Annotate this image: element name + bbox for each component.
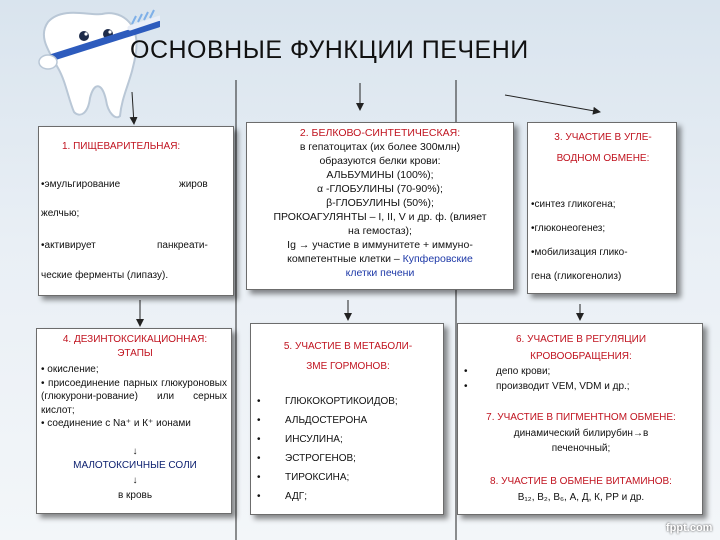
hormone-item: •АЛЬДОСТЕРОНА	[257, 415, 368, 426]
arrow-to-box1	[129, 91, 138, 125]
circulation-heading-1: 6. УЧАСТИЕ В РЕГУЛЯЦИИ	[516, 334, 646, 345]
digestive-function-box: 1. ПИЩЕВАРИТЕЛЬНАЯ: •эмульгирование жиро…	[38, 126, 234, 296]
fats-text: жиров	[179, 179, 208, 190]
vitamin-heading: 8. УЧАСТИЕ В ОБМЕНЕ ВИТАМИНОВ:	[490, 476, 672, 487]
circulation-heading-2: КРОВООБРАЩЕНИЯ:	[530, 351, 632, 362]
protein-line-1: в гепатоцитах (их более 300млн)	[299, 141, 461, 153]
ig-text: Ig	[287, 239, 296, 251]
to-blood-text: в кровь	[117, 490, 153, 501]
bile-text: желчью;	[41, 208, 80, 219]
right-arrow-icon: →	[632, 428, 643, 439]
oxidation-text: • окисление;	[41, 364, 99, 375]
hormone-item: •АДГ;	[257, 491, 307, 502]
bilirubin-to-text: в	[642, 428, 649, 439]
fppt-watermark: fppt.com	[666, 522, 713, 534]
hormone-item: •ТИРОКСИНА;	[257, 472, 350, 483]
gluconeogenesis-text: •глюконеогенез;	[531, 223, 606, 234]
pancreatic-text: панкреати-	[157, 240, 208, 251]
kupffer-text: Купферовские	[402, 253, 473, 265]
protein-line-5: β-ГЛОБУЛИНЫ (50%);	[326, 197, 434, 209]
protein-line-3: АЛЬБУМИНЫ (100%);	[326, 169, 434, 181]
protein-line-8: Ig → участие в иммунитете + иммуно-	[247, 238, 513, 252]
detox-heading-2: ЭТАПЫ	[117, 348, 153, 359]
carbohydrate-heading-2: ВОДНОМ ОБМЕНЕ:	[556, 153, 650, 164]
low-toxic-salts-text: МАЛОТОКСИЧНЫЕ СОЛИ	[73, 460, 197, 471]
vitamin-list-text: B₁₂, B₂, B₆, А, Д, К, РР и др.	[517, 492, 645, 503]
hormone-name: АЛЬДОСТЕРОНА	[285, 415, 368, 426]
hormone-item: •ЭСТРОГЕНОВ;	[257, 453, 356, 464]
protein-line-9: компетентные клетки – Купферовские	[247, 252, 513, 266]
tooth-mascot-illustration	[38, 9, 160, 119]
carbohydrate-box: 3. УЧАСТИЕ В УГЛЕ- ВОДНОМ ОБМЕНЕ: •синте…	[527, 122, 677, 294]
pigment-heading: 7. УЧАСТИЕ В ПИГМЕНТНОМ ОБМЕНЕ:	[486, 412, 676, 423]
enzymes-text: ческие ферменты (липазу).	[41, 270, 169, 281]
detox-box: 4. ДЕЗИНТОКСИКАЦИОННАЯ: ЭТАПЫ • окислени…	[36, 328, 232, 514]
bilirubin-text: динамический билирубин	[513, 428, 633, 439]
vem-vdm-item: •производит VEM, VDM и др.;	[464, 381, 630, 392]
competent-cells-text: компетентные клетки –	[287, 253, 403, 265]
hepatic-text: печеночный;	[551, 443, 611, 454]
arrow-to-box3	[504, 94, 601, 115]
conjugation-text: • присоединение парных глюкуроновых (глю…	[41, 377, 227, 416]
immunity-text: участие в иммунитете + иммуно-	[312, 239, 473, 251]
down-arrow-icon: ↓	[132, 446, 138, 457]
hormone-name: ИНСУЛИНА;	[285, 434, 343, 445]
protein-line-2: образуются белки крови:	[319, 155, 441, 167]
emulsification-text: •эмульгирование	[41, 179, 121, 190]
hormone-name: ТИРОКСИНА;	[285, 472, 350, 483]
hormone-item: •ГЛЮКОКОРТИКОИДОВ;	[257, 396, 398, 407]
hormone-list: •ГЛЮКОКОРТИКОИДОВ; •АЛЬДОСТЕРОНА •ИНСУЛИ…	[257, 395, 398, 509]
page-title: ОСНОВНЫЕ ФУНКЦИИ ПЕЧЕНИ	[130, 36, 529, 64]
blood-depot-text: депо крови;	[496, 366, 551, 377]
glycogenolysis-text: гена (гликогенолиз)	[531, 271, 622, 282]
protein-synthesis-heading: 2. БЕЛКОВО-СИНТЕТИЧЕСКАЯ:	[299, 127, 461, 139]
hormone-item: •ИНСУЛИНА;	[257, 434, 343, 445]
hormone-metabolism-box: 5. УЧАСТИЕ В МЕТАБОЛИ- ЗМЕ ГОРМОНОВ: •ГЛ…	[250, 323, 444, 515]
blood-depot-item: •депо крови;	[464, 366, 551, 377]
down-arrow-icon-2: ↓	[132, 475, 138, 486]
detox-heading-1: 4. ДЕЗИНТОКСИКАЦИОННАЯ:	[62, 334, 208, 345]
digestive-heading: 1. ПИЩЕВАРИТЕЛЬНАЯ:	[62, 141, 181, 152]
bilirubin-line: динамический билирубин→в	[458, 427, 704, 441]
protein-line-7: на гемостаз);	[348, 225, 412, 237]
right-arrow-icon: →	[298, 239, 310, 251]
activates-text: •активирует	[41, 240, 96, 251]
protein-line-10: клетки печени	[345, 267, 415, 279]
hormone-heading-1: 5. УЧАСТИЕ В МЕТАБОЛИ-	[283, 341, 413, 352]
vem-vdm-text: производит VEM, VDM и др.;	[496, 381, 630, 392]
hormone-name: ГЛЮКОКОРТИКОИДОВ;	[285, 396, 398, 407]
circulation-pigment-vitamin-box: 6. УЧАСТИЕ В РЕГУЛЯЦИИ КРОВООБРАЩЕНИЯ: •…	[457, 323, 703, 515]
mobilization-text: •мобилизация глико-	[531, 247, 628, 258]
protein-line-4: α -ГЛОБУЛИНЫ (70-90%);	[317, 183, 443, 195]
hormone-heading-2: ЗМЕ ГОРМОНОВ:	[306, 361, 390, 372]
carbohydrate-heading-1: 3. УЧАСТИЕ В УГЛЕ-	[554, 132, 652, 143]
ions-text: • соединение с Na⁺ и К⁺ ионами	[41, 418, 191, 429]
protein-synthesis-box: 2. БЕЛКОВО-СИНТЕТИЧЕСКАЯ: в гепатоцитах …	[246, 122, 514, 290]
protein-line-6: ПРОКОАГУЛЯНТЫ – I, II, V и др. ф. (влияе…	[273, 211, 487, 223]
hormone-name: АДГ;	[285, 491, 307, 502]
glycogen-synthesis-text: •синтез гликогена;	[531, 199, 616, 210]
hormone-name: ЭСТРОГЕНОВ;	[285, 453, 356, 464]
